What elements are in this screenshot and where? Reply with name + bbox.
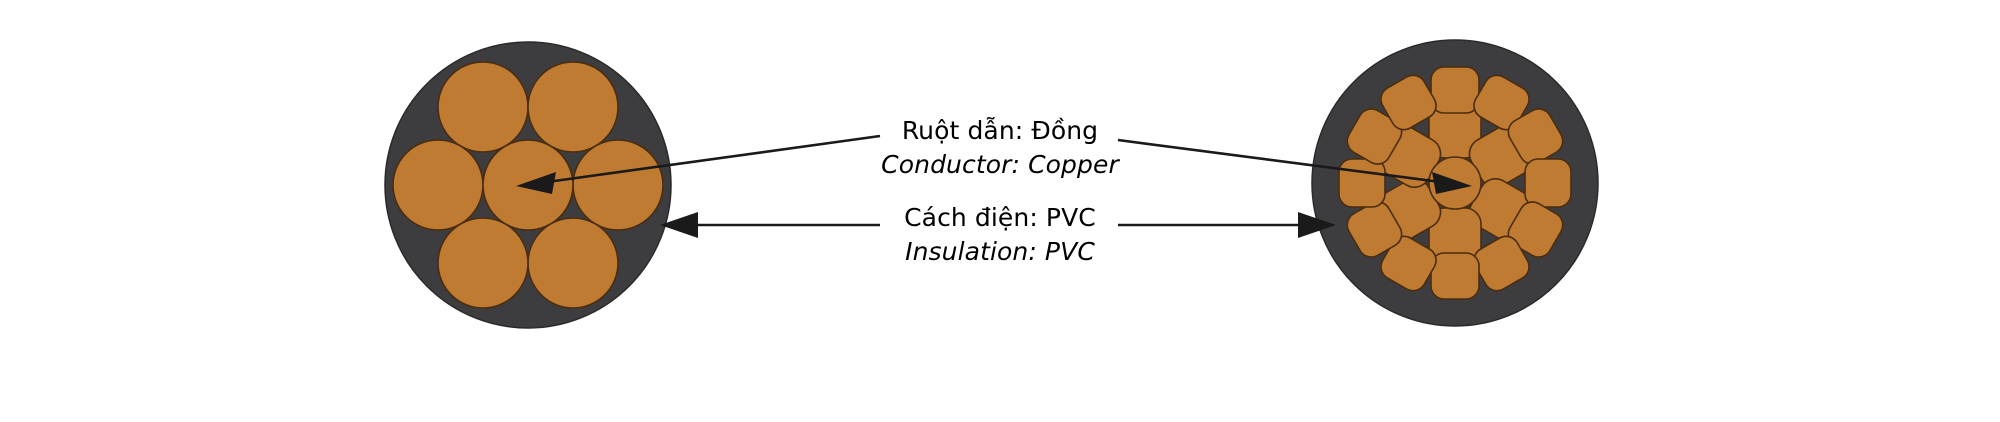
leader-line — [539, 134, 881, 185]
conductor-label-vietnamese: Ruột dẫn: Đồng — [902, 116, 1098, 145]
label-group-conductor: Ruột dẫn: Đồng Conductor: Copper — [881, 116, 1120, 179]
conductor-strand — [1507, 108, 1564, 165]
conductor-strand — [437, 61, 529, 153]
insulation-label-vietnamese: Cách điện: PVC — [904, 203, 1096, 232]
conductor-strand — [1430, 252, 1480, 300]
conductor-strand — [1430, 66, 1480, 114]
conductor-strand — [527, 61, 619, 153]
leader-insulation-right — [1118, 212, 1336, 238]
arrowhead-left-insulation — [660, 212, 698, 238]
conductor-strand — [1346, 201, 1403, 258]
cable-left — [384, 41, 672, 329]
conductor-strand — [1346, 108, 1403, 165]
conductor-strand — [527, 217, 619, 309]
conductor-strand — [392, 139, 484, 231]
conductor-strand — [1473, 235, 1530, 292]
label-group-insulation: Cách điện: PVC Insulation: PVC — [904, 203, 1096, 266]
arrowhead-left-conductor — [516, 172, 556, 194]
conductor-strand — [1338, 158, 1386, 208]
leader-conductor-left — [516, 134, 881, 194]
conductor-strand — [437, 217, 529, 309]
leader-line — [1117, 138, 1449, 185]
conductor-strand — [1507, 201, 1564, 258]
conductor-strand — [1524, 158, 1572, 208]
conductor-strand — [1380, 235, 1437, 292]
leader-conductor-right — [1117, 138, 1472, 194]
insulation-label-english: Insulation: PVC — [905, 237, 1095, 266]
conductor-label-english: Conductor: Copper — [881, 150, 1120, 179]
conductor-strand — [572, 139, 664, 231]
leader-insulation-left — [660, 212, 880, 238]
arrowhead-right-insulation — [1298, 212, 1336, 238]
arrowhead-right-conductor — [1432, 172, 1472, 194]
conductor-strand — [1473, 74, 1530, 131]
conductor-strand — [1380, 74, 1437, 131]
